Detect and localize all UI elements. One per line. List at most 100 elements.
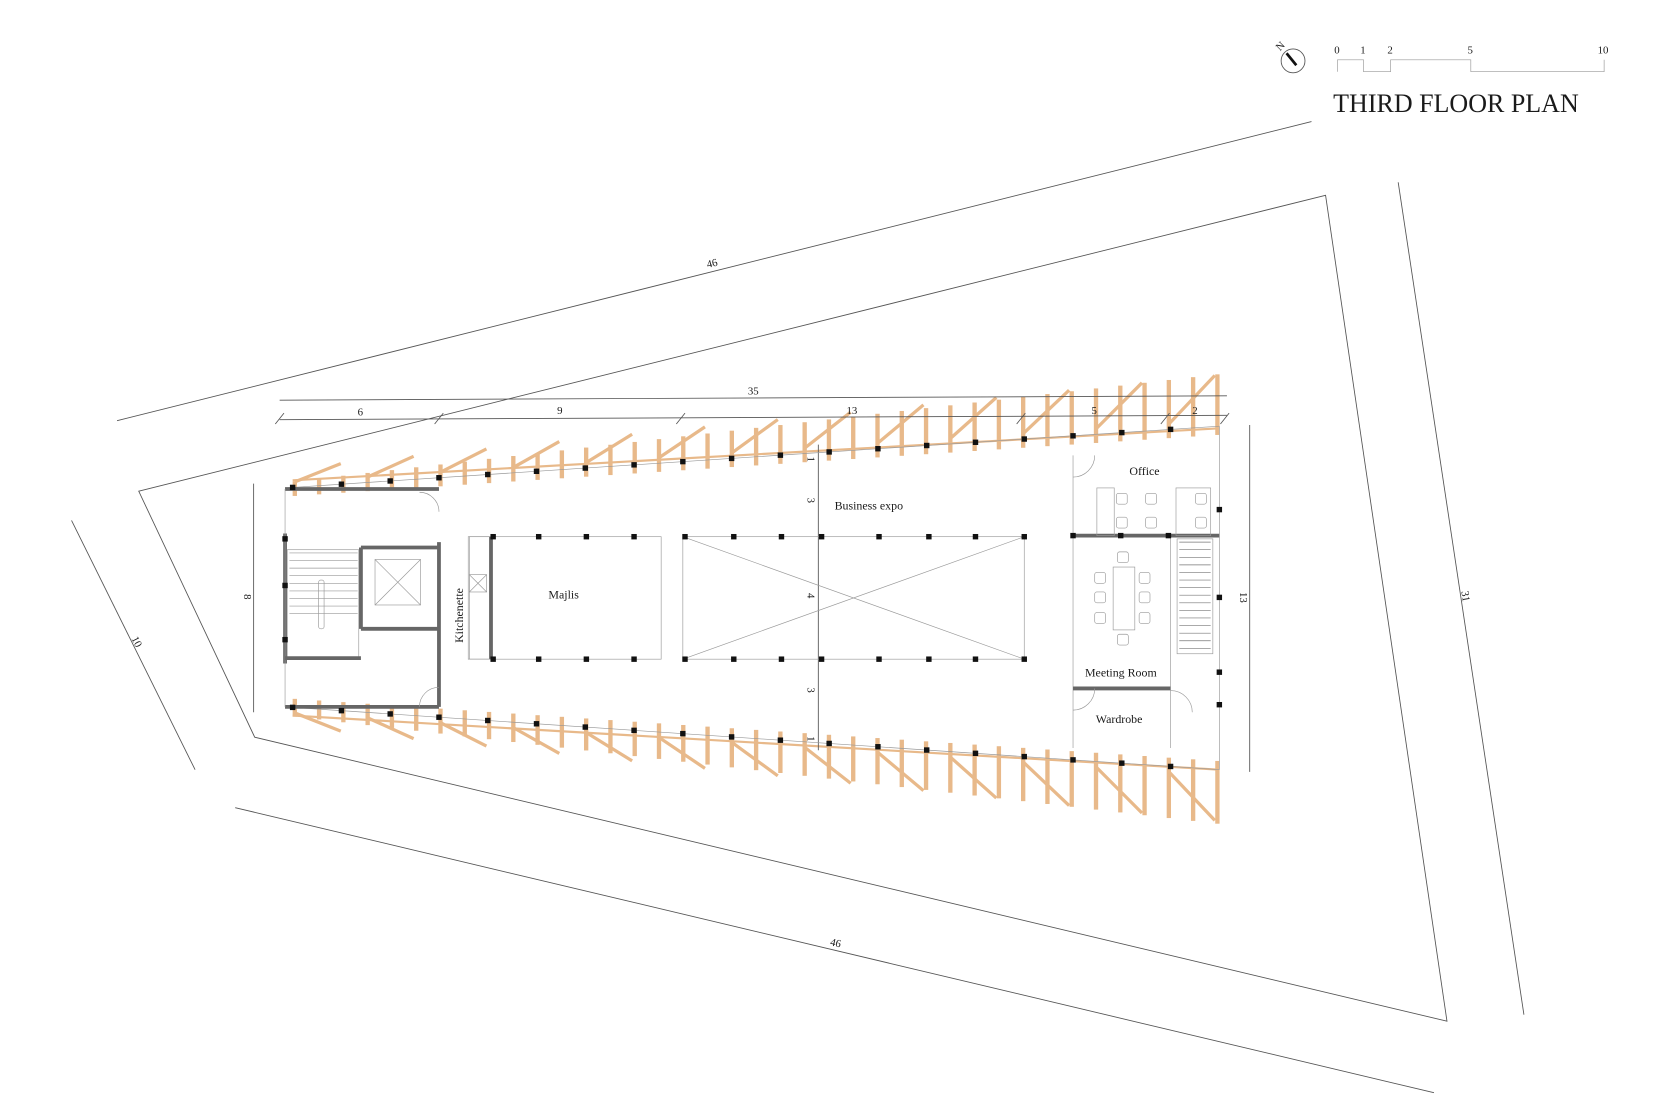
timber-brace xyxy=(1167,770,1216,822)
column xyxy=(924,747,930,753)
timber-beam xyxy=(851,736,856,782)
timber-beam xyxy=(899,739,904,788)
timber-beam xyxy=(486,711,492,740)
scale-label: 0 xyxy=(1334,44,1339,56)
timber-beam xyxy=(851,416,856,460)
timber-beam xyxy=(1190,377,1196,437)
east-rooms xyxy=(1072,455,1220,749)
timber-beam xyxy=(826,734,832,779)
timber-beam xyxy=(414,707,419,731)
column xyxy=(282,582,288,589)
column xyxy=(631,656,637,662)
page-title: THIRD FLOOR PLAN xyxy=(1333,89,1579,118)
column xyxy=(289,484,296,491)
column xyxy=(924,442,930,449)
timber-beam xyxy=(802,733,807,776)
timber-beam xyxy=(414,467,419,488)
timber-beam xyxy=(899,410,904,456)
column xyxy=(1070,757,1076,763)
chair xyxy=(1138,572,1151,584)
column xyxy=(926,656,932,662)
dim-top: 46 xyxy=(705,257,719,271)
timber-beam xyxy=(1118,385,1123,442)
timber-brace xyxy=(949,396,998,440)
column xyxy=(387,478,393,484)
chair xyxy=(1145,493,1157,505)
column xyxy=(972,439,979,445)
room-label-wardrobe: Wardrobe xyxy=(1096,712,1143,726)
timber-brace xyxy=(658,736,706,770)
column xyxy=(1216,669,1223,675)
timber-brace xyxy=(512,440,561,469)
dimension-tick xyxy=(1220,412,1230,425)
site-boundary xyxy=(138,194,1448,1022)
timber-beam xyxy=(656,723,662,759)
timber-brace xyxy=(658,425,706,460)
column xyxy=(778,533,785,540)
column xyxy=(282,536,288,542)
column xyxy=(282,636,288,643)
dim-right-width: 13 xyxy=(1237,592,1249,603)
dim-seg: 6 xyxy=(358,406,364,418)
timber-beam xyxy=(753,427,759,466)
site-dimensions: 46 31 46 10 xyxy=(71,121,1525,1094)
timber-beam xyxy=(681,436,686,471)
dimension-tick xyxy=(274,412,285,425)
timber-beam xyxy=(632,441,637,474)
column xyxy=(682,656,688,662)
chair xyxy=(1094,612,1106,624)
timber-beam xyxy=(632,721,637,757)
column xyxy=(818,656,825,662)
column xyxy=(731,656,737,662)
column xyxy=(728,455,735,462)
column xyxy=(436,475,442,481)
timber-beam xyxy=(316,700,322,720)
timber-brace xyxy=(730,418,779,455)
timber-beam xyxy=(1142,382,1147,440)
north-arrow-icon: N xyxy=(1274,39,1306,74)
room-label-office: Office xyxy=(1129,464,1159,478)
dim-left: 10 xyxy=(129,634,145,649)
timber-brace xyxy=(730,741,779,778)
timber-beam xyxy=(486,458,492,484)
column xyxy=(533,468,540,475)
column xyxy=(680,458,686,465)
timber-beam xyxy=(875,738,880,785)
chair xyxy=(1094,591,1106,604)
timber-brace xyxy=(803,410,852,450)
timber-brace xyxy=(439,447,488,474)
timber-beam xyxy=(1021,396,1026,448)
timber-beam xyxy=(1215,374,1220,435)
timber-beam xyxy=(923,741,929,790)
timber-louvres xyxy=(292,374,1220,824)
column xyxy=(1167,426,1174,433)
column xyxy=(289,704,296,711)
column xyxy=(338,707,345,714)
timber-beam xyxy=(753,729,759,771)
timber-beam xyxy=(778,731,783,773)
timber-brace xyxy=(1094,765,1144,815)
column xyxy=(1216,506,1223,513)
scale-label: 10 xyxy=(1598,44,1609,56)
dimension-tick xyxy=(434,412,444,425)
timber-brace xyxy=(366,454,415,479)
scale-bar: 0 1 2 5 10 xyxy=(1334,44,1609,73)
timber-brace xyxy=(876,750,925,792)
column xyxy=(1070,433,1076,439)
column xyxy=(1021,436,1027,442)
column xyxy=(583,656,590,662)
dim-left-width: 8 xyxy=(241,594,253,599)
chair xyxy=(1138,591,1151,604)
timber-beam xyxy=(608,720,613,754)
dimension-tick xyxy=(1016,412,1026,425)
timber-beam xyxy=(729,728,734,768)
dim-mid: 3 xyxy=(804,498,816,503)
scale-label: 1 xyxy=(1360,44,1365,56)
column xyxy=(338,481,345,487)
timber-brace xyxy=(512,726,561,755)
dimension-tick xyxy=(1160,412,1170,425)
timber-brace xyxy=(1022,388,1071,435)
column xyxy=(1021,656,1027,662)
structural-columns xyxy=(282,426,1223,770)
